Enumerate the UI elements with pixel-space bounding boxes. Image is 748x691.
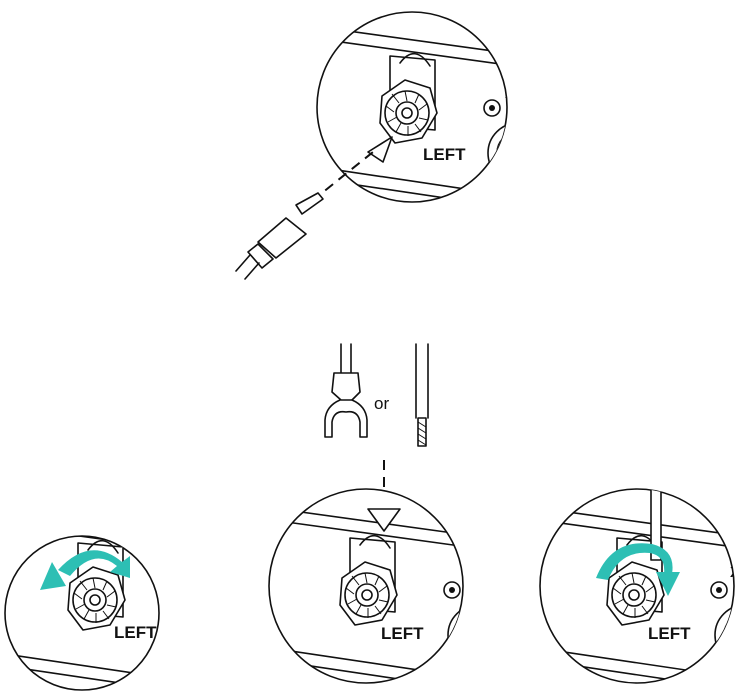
channel-label: LEFT [381,624,424,643]
channel-label: LEFT [648,624,691,643]
push-label: PUSH [512,104,529,110]
bare-wire-icon [416,344,428,446]
xlr-label: XL [462,564,481,581]
or-label: or [374,394,389,413]
channel-label: LEFT [423,145,466,164]
tighten-step-panel: LEFT XL [517,478,748,691]
xlr-label: XL [505,85,524,102]
banana-plug-icon [236,193,323,279]
channel-label: LEFT [114,623,157,642]
insert-spade-panel: LEFT XL PUSH [250,489,540,691]
push-label: PUSH [470,584,487,590]
spade-connector-icon [325,344,367,437]
banana-plug-detail-panel: LEFT XL PUSH [290,12,580,218]
xlr-label: XL [196,572,215,589]
loosen-step-panel: LEFT XL [0,510,268,691]
